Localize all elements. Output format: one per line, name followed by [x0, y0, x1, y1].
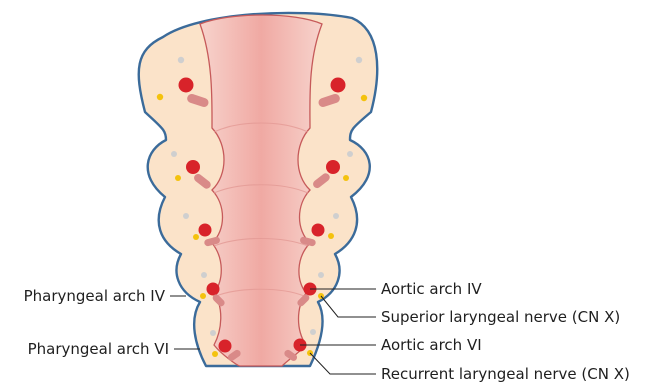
cartilage-dot	[310, 329, 316, 335]
aortic-arch-dot	[186, 160, 200, 174]
aortic-arch-dot	[219, 340, 232, 353]
aortic-arch-dot	[199, 224, 212, 237]
label-pharyngeal-arch-vi: Pharyngeal arch VI	[28, 340, 169, 358]
cartilage-dot	[178, 57, 184, 63]
label-aortic-arch-vi: Aortic arch VI	[381, 336, 482, 354]
aortic-arch-dot	[312, 224, 325, 237]
cartilage-dot	[318, 272, 324, 278]
cartilage-dot	[183, 213, 189, 219]
cartilage-dot	[356, 57, 362, 63]
label-pharyngeal-arch-iv: Pharyngeal arch IV	[24, 287, 166, 305]
nerve-dot	[343, 175, 349, 181]
cartilage-dot	[201, 272, 207, 278]
aortic-arch-dot	[326, 160, 340, 174]
cartilage-dot	[333, 213, 339, 219]
nerve-dot	[328, 233, 334, 239]
leader-recurrent-laryngeal-nerve	[310, 353, 376, 374]
cartilage-dot	[347, 151, 353, 157]
nerve-dot	[361, 95, 367, 101]
aortic-arch-dot	[207, 283, 220, 296]
aortic-arch-dot	[331, 78, 346, 93]
label-recurrent-laryngeal-nerve: Recurrent laryngeal nerve (CN X)	[381, 365, 630, 383]
label-aortic-arch-iv: Aortic arch IV	[381, 280, 482, 298]
nerve-dot	[212, 351, 218, 357]
label-superior-laryngeal-nerve: Superior laryngeal nerve (CN X)	[381, 308, 620, 326]
nerve-dot	[193, 234, 199, 240]
cartilage-dot	[171, 151, 177, 157]
cartilage-dot	[210, 330, 216, 336]
nerve-dot	[175, 175, 181, 181]
nerve-dot	[200, 293, 206, 299]
leader-superior-laryngeal-nerve	[321, 296, 376, 317]
nerve-dot	[157, 94, 163, 100]
aortic-arch-dot	[179, 78, 194, 93]
